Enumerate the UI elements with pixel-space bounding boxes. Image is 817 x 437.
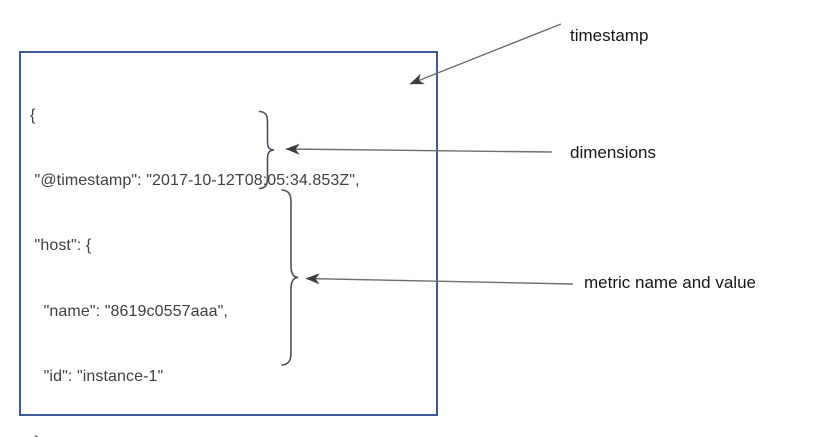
timestamp-label: timestamp (570, 26, 649, 45)
json-line-host-id: "id": "instance-1" (30, 368, 164, 386)
json-code: { "@timestamp": "2017-10-12T08:05:34.853… (30, 61, 360, 437)
json-line: { (30, 106, 36, 124)
json-line-host: "host": { (30, 237, 92, 255)
json-line: }, (30, 432, 360, 437)
json-line-host-name: "name": "8619c0557aaa", (30, 302, 228, 320)
dimensions-label: dimensions (570, 143, 656, 162)
json-line-timestamp: "@timestamp": "2017-10-12T08:05:34.853Z"… (30, 171, 360, 189)
json-document-box (19, 51, 438, 416)
metric-name-and-value-label: metric name and value (584, 273, 756, 292)
